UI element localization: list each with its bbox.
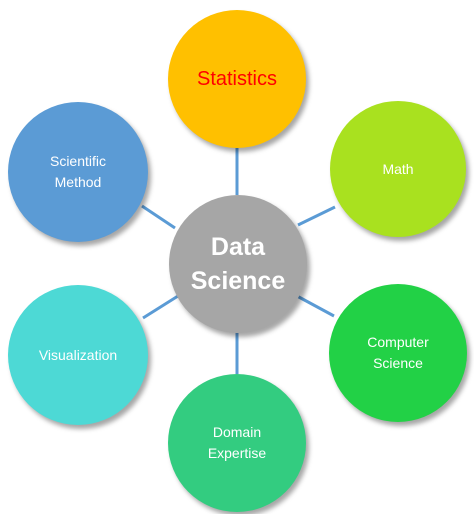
node-math: Math	[330, 101, 466, 237]
node-math-label: Math	[382, 160, 414, 177]
node-visualization: Visualization	[8, 285, 148, 425]
node-domain-expertise-label: Domain Expertise	[207, 424, 267, 461]
node-scientific-method-label: Scientific Method	[49, 153, 107, 190]
node-computer-science-label: Computer Science	[367, 334, 429, 371]
node-scientific-method: Scientific Method	[8, 102, 148, 242]
center-node-label: Data Science	[190, 233, 286, 295]
node-computer-science: Computer Science	[329, 284, 467, 422]
node-domain-expertise: Domain Expertise	[168, 374, 306, 512]
center-node-data-science: Data Science	[169, 195, 307, 333]
connector-scientific-method	[141, 204, 176, 230]
node-statistics-label: Statistics	[196, 68, 278, 90]
node-visualization-label: Visualization	[38, 346, 118, 363]
connector-computer-science	[296, 294, 335, 318]
connector-math	[297, 205, 336, 227]
connector-visualization	[142, 294, 179, 320]
node-statistics: Statistics	[168, 10, 306, 148]
